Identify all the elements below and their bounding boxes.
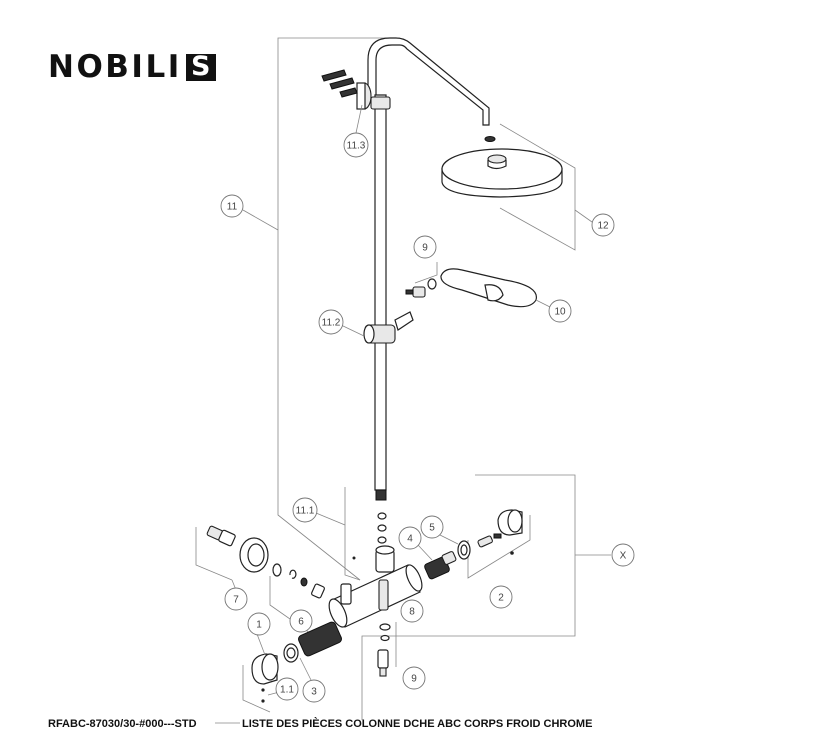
sliding-holder-part [363,311,414,344]
hand-shower-part [405,268,537,308]
footer-title: LISTE DES PIÈCES COLONNE DCHE ABC CORPS … [242,718,593,730]
callout-4: 4 [398,526,422,550]
callout-11: 11 [220,194,244,218]
svg-text:11: 11 [227,202,238,213]
svg-text:11.3: 11.3 [347,141,366,152]
callout-7: 7 [224,587,248,611]
callout-1-1: 1.1 [275,677,299,701]
svg-text:1: 1 [256,620,262,631]
front-cartridge-parts [251,621,342,703]
callout-5: 5 [420,515,444,539]
svg-text:8: 8 [409,607,415,618]
svg-text:9: 9 [422,243,428,254]
shower-column [367,37,490,501]
svg-text:5: 5 [429,523,435,534]
svg-text:4: 4 [407,534,413,545]
callout-11-3: 11.3 [343,132,369,158]
brand-name: NOBILI [48,48,182,85]
svg-text:7: 7 [233,595,239,606]
bottom-parts [377,623,391,677]
callout-6: 6 [289,609,313,633]
callout-10: 10 [548,299,572,323]
svg-text:2: 2 [498,593,504,604]
svg-text:6: 6 [298,617,304,628]
svg-text:9: 9 [411,674,417,685]
callout-1: 1 [247,612,271,636]
svg-text:12: 12 [597,221,609,232]
brand-logo: NOBILI S [48,50,216,84]
callout-12: 12 [591,213,615,237]
svg-text:11.1: 11.1 [296,506,315,517]
svg-text:3: 3 [311,687,317,698]
callout-3: 3 [302,679,326,703]
svg-text:11.2: 11.2 [322,318,341,329]
callout-11-2: 11.2 [318,309,344,335]
svg-text:X: X [620,551,627,562]
footer-reference: RFABC-87030/30-#000---STD [48,718,197,730]
brand-mark: S [185,50,216,82]
svg-text:1.1: 1.1 [280,685,294,696]
brand-mark-letter: S [191,50,211,82]
callout-8: 8 [400,599,424,623]
callout-9-bottom: 9 [402,666,426,690]
callout-11-1: 11.1 [292,497,318,523]
left-parts [206,525,325,599]
callout-9-top: 9 [413,235,437,259]
thermostatic-body-part [328,545,423,628]
svg-text:10: 10 [554,307,566,318]
overhead-shower-part [441,136,563,198]
wall-bracket-part [321,69,372,110]
callout-x: X [611,543,635,567]
callout-2: 2 [489,585,513,609]
right-cartridge-parts [424,509,523,580]
seals-part [352,512,387,560]
